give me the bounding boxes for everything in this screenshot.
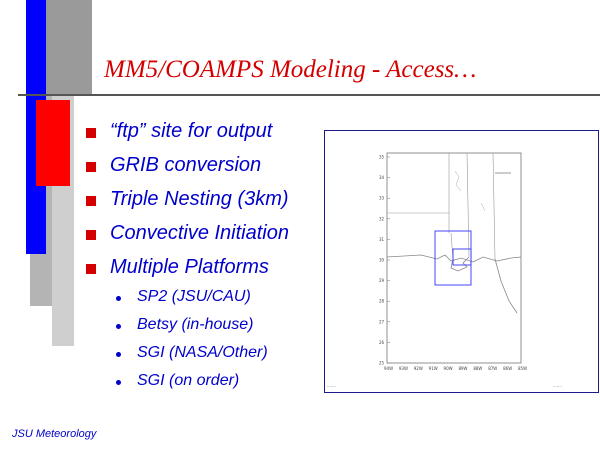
deco-gray-bar-top <box>44 0 92 96</box>
sub-bullet-text: Betsy (in-house) <box>137 316 254 333</box>
bullet-text: GRIB conversion <box>110 154 262 176</box>
bullet-dot-icon <box>116 352 121 357</box>
lat-tick-label: 35 <box>379 155 385 160</box>
bullet-square-icon <box>86 264 96 274</box>
sub-bullet-text: SP2 (JSU/CAU) <box>137 288 251 305</box>
map-caption-left: ....... <box>327 383 336 388</box>
slide-title: MM5/COAMPS Modeling - Access… <box>104 56 477 83</box>
lat-tick-label: 30 <box>379 258 385 263</box>
bullet-text: Convective Initiation <box>110 222 289 244</box>
lon-tick-label: 87W <box>488 366 497 371</box>
footer-label: JSU Meteorology <box>12 428 97 440</box>
lon-tick-label: 85W <box>518 366 527 371</box>
bullet-square-icon <box>86 128 96 138</box>
bullet-square-icon <box>86 230 96 240</box>
lat-tick-label: 29 <box>379 278 385 283</box>
lat-tick-label: 34 <box>379 175 385 180</box>
lon-tick-label: 90W <box>444 366 453 371</box>
lat-tick-label: 28 <box>379 299 385 304</box>
lat-tick-label: 27 <box>379 319 385 324</box>
bullet-dot-icon <box>116 324 121 329</box>
bullet-square-icon <box>86 196 96 206</box>
lat-tick-label: 26 <box>379 340 385 345</box>
bullet-dot-icon <box>116 380 121 385</box>
lat-tick-label: 33 <box>379 196 385 201</box>
lon-tick-label: 88W <box>473 366 482 371</box>
lat-tick-label: 32 <box>379 216 385 221</box>
bullet-text: “ftp” site for output <box>110 120 273 142</box>
lon-tick-label: 91W <box>429 366 438 371</box>
deco-red-block <box>36 100 70 186</box>
lat-axis: 35 34 33 32 31 30 29 28 27 26 25 <box>379 155 390 366</box>
florida-coastline <box>494 258 518 314</box>
lon-axis: 94W 93W 92W 91W 90W 89W 88W 87W 86W 85W <box>384 366 527 371</box>
lat-tick-label: 25 <box>379 361 385 366</box>
sub-bullet-text: SGI (on order) <box>137 372 240 389</box>
bullet-text: Multiple Platforms <box>110 256 269 278</box>
lon-tick-label: 92W <box>414 366 423 371</box>
domain-map-figure: 35 34 33 32 31 30 29 28 27 26 25 94W 93W 92W 91W 90W 89… <box>324 130 599 393</box>
title-underline <box>18 94 600 96</box>
lat-tick-label: 31 <box>379 237 385 242</box>
delta-coastline <box>450 256 470 272</box>
coastline-line <box>386 254 522 263</box>
river-lines <box>454 170 486 212</box>
bullet-square-icon <box>86 162 96 172</box>
state-border-lines <box>387 152 496 260</box>
lon-tick-label: 86W <box>503 366 512 371</box>
lon-tick-label: 93W <box>399 366 408 371</box>
sub-bullet-text: SGI (NASA/Other) <box>137 344 268 361</box>
nest-grid-3 <box>452 248 472 266</box>
bullet-dot-icon <box>116 296 121 301</box>
map-plot-border <box>386 152 522 364</box>
domain-map-svg: 35 34 33 32 31 30 29 28 27 26 25 94W 93W 92W 91W 90W 89… <box>327 152 562 388</box>
lon-tick-label: 94W <box>384 366 393 371</box>
map-caption-right: ....... <box>553 383 562 388</box>
bullet-text: Triple Nesting (3km) <box>110 188 289 210</box>
lon-tick-label: 89W <box>458 366 467 371</box>
